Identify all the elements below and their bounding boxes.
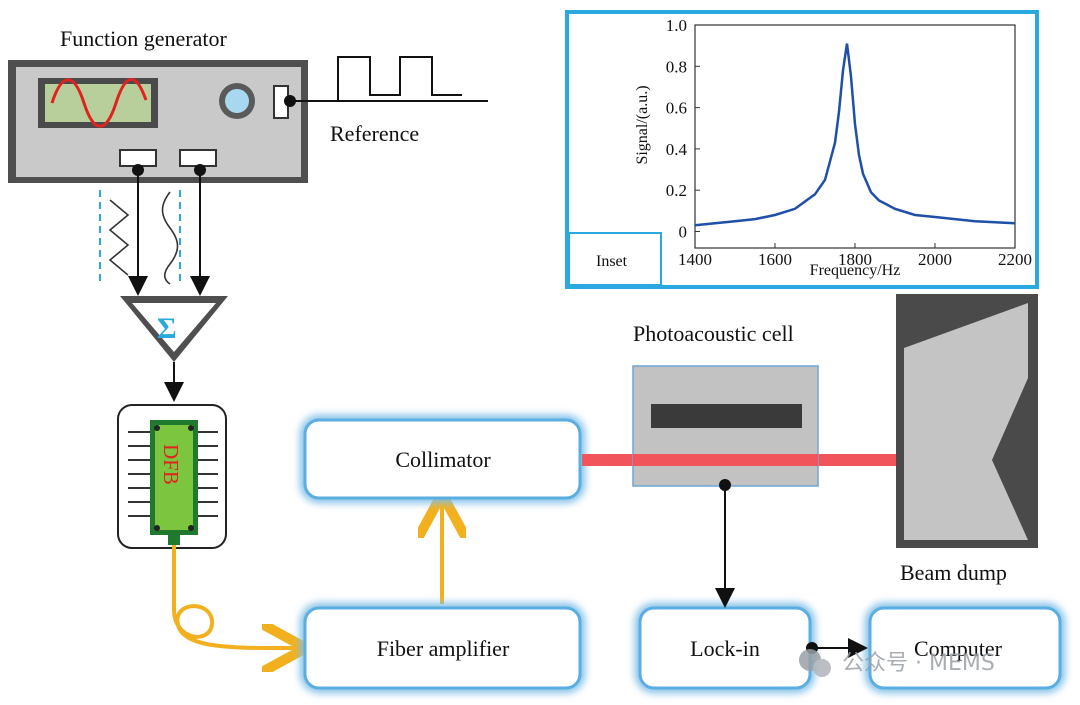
output-port-2 bbox=[179, 149, 217, 167]
photoacoustic-cell-label: Photoacoustic cell bbox=[633, 321, 794, 346]
watermark: 公众号 · MEMS bbox=[799, 649, 995, 677]
function-generator-device bbox=[8, 60, 308, 183]
summing-amplifier: Σ bbox=[120, 296, 228, 362]
inset-chart: Inset 1400 1600 1800 2000 2200 0 0.2 0.4 0.6 0.8… bbox=[565, 10, 1039, 289]
function-generator-label: Function generator bbox=[60, 26, 227, 51]
watermark-text: 公众号 · MEMS bbox=[842, 651, 995, 676]
sawtooth-wave bbox=[108, 199, 130, 276]
y-axis: 0 0.2 0.4 0.6 0.8 1.0 bbox=[666, 16, 700, 241]
reference-label: Reference bbox=[330, 121, 419, 146]
computer-box: Computer bbox=[865, 603, 1065, 693]
series-line bbox=[694, 43, 1016, 227]
dfb-laser: DFB bbox=[117, 404, 227, 549]
x-tick-label: 1600 bbox=[758, 250, 792, 269]
computer-label: Computer bbox=[914, 636, 1003, 661]
sigma-icon: Σ bbox=[157, 312, 177, 345]
x-axis: 1400 1600 1800 2000 2200 bbox=[678, 243, 1032, 269]
y-tick-label: 0.8 bbox=[666, 57, 687, 76]
y-tick-label: 0 bbox=[679, 222, 688, 241]
y-tick-label: 0.2 bbox=[666, 181, 687, 200]
dfb-label: DFB bbox=[159, 444, 183, 485]
x-tick-label: 2000 bbox=[918, 250, 952, 269]
y-axis-label: Signal/(a.u.) bbox=[634, 85, 651, 164]
sine-modulation-wave bbox=[161, 191, 179, 285]
y-tick-label: 0.6 bbox=[666, 99, 687, 118]
beam-dump bbox=[896, 294, 1038, 548]
fiber-amplifier-box: Fiber amplifier bbox=[300, 603, 585, 693]
fiber-amplifier-label: Fiber amplifier bbox=[377, 636, 510, 661]
collimator-box: Collimator bbox=[300, 415, 585, 503]
modulation-signals bbox=[99, 164, 210, 296]
y-tick-label: 0.4 bbox=[666, 140, 688, 159]
x-tick-label: 2200 bbox=[998, 250, 1032, 269]
lock-in-box: Lock-in bbox=[635, 603, 815, 693]
reference-square-wave bbox=[290, 56, 488, 102]
sine-wave-icon bbox=[50, 78, 148, 128]
inset-label: Inset bbox=[596, 253, 628, 270]
y-tick-label: 1.0 bbox=[666, 16, 687, 35]
x-tick-label: 1400 bbox=[678, 250, 712, 269]
x-tick-label: 1800 bbox=[838, 250, 872, 269]
lock-in-label: Lock-in bbox=[690, 636, 760, 661]
x-axis-label: Frequency/Hz bbox=[810, 262, 901, 279]
beam-dump-label: Beam dump bbox=[900, 560, 1007, 585]
collimator-label: Collimator bbox=[395, 447, 491, 472]
optical-fiber bbox=[172, 545, 298, 648]
photoacoustic-cell bbox=[632, 365, 819, 487]
output-port-1 bbox=[119, 149, 157, 167]
